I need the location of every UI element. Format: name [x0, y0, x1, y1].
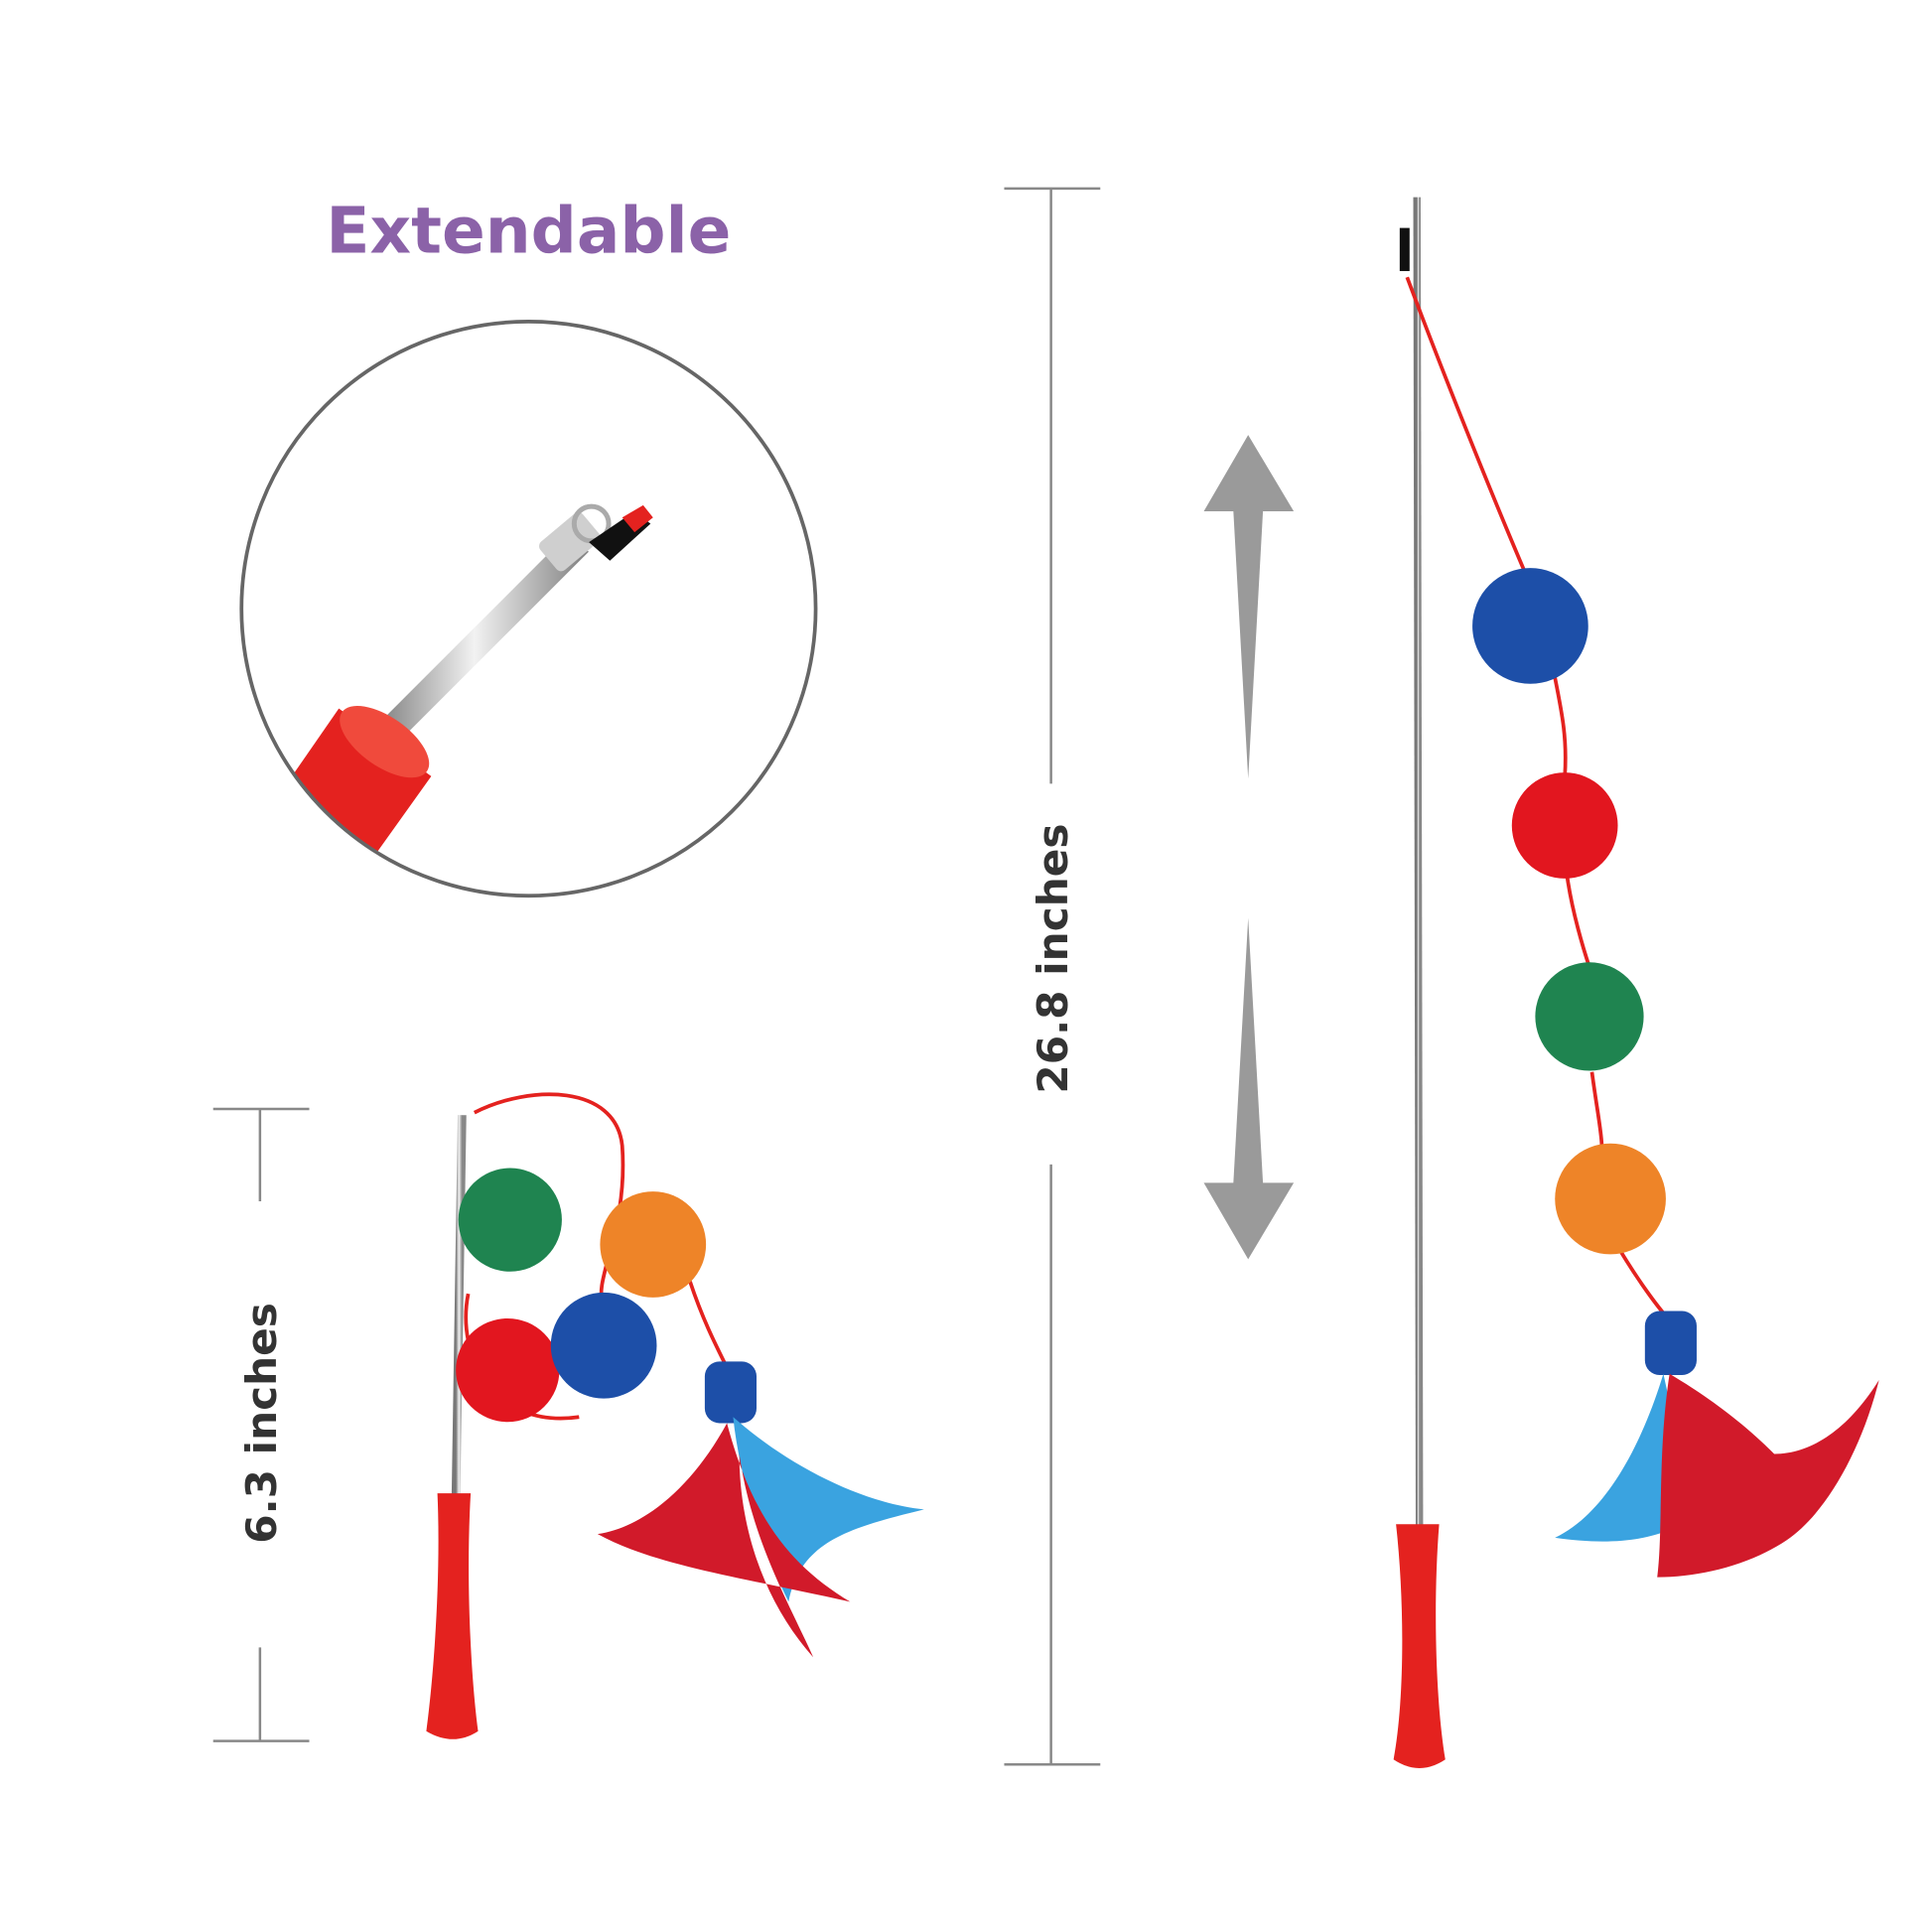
- ball-blue: [550, 1292, 657, 1399]
- ball-red: [456, 1317, 560, 1423]
- ball-orange: [600, 1191, 707, 1298]
- feather-red: [1657, 1373, 1879, 1578]
- title-text: Extendable: [326, 194, 731, 268]
- arrow-down-icon: [1203, 917, 1295, 1260]
- extended-dimension-line: [1004, 187, 1101, 1766]
- feather-red: [597, 1423, 851, 1658]
- collapsed-wand: [426, 1092, 924, 1739]
- extended-wand: [1393, 197, 1879, 1768]
- feather-blue: [1555, 1373, 1695, 1542]
- ball-blue: [1472, 568, 1588, 684]
- ball-red: [1511, 772, 1618, 879]
- collapsed-dimension-line: [212, 1107, 310, 1742]
- ball-orange: [1555, 1143, 1666, 1255]
- detail-zoom-circle: [239, 320, 818, 898]
- ball-green: [1535, 962, 1644, 1071]
- extended-length-label: 26.8 inches: [1029, 824, 1077, 1094]
- collapsed-length-label: 6.3 inches: [237, 1303, 286, 1544]
- telescopic-rod: [359, 532, 589, 761]
- arrow-up-icon: [1203, 435, 1295, 779]
- ball-green: [458, 1168, 562, 1272]
